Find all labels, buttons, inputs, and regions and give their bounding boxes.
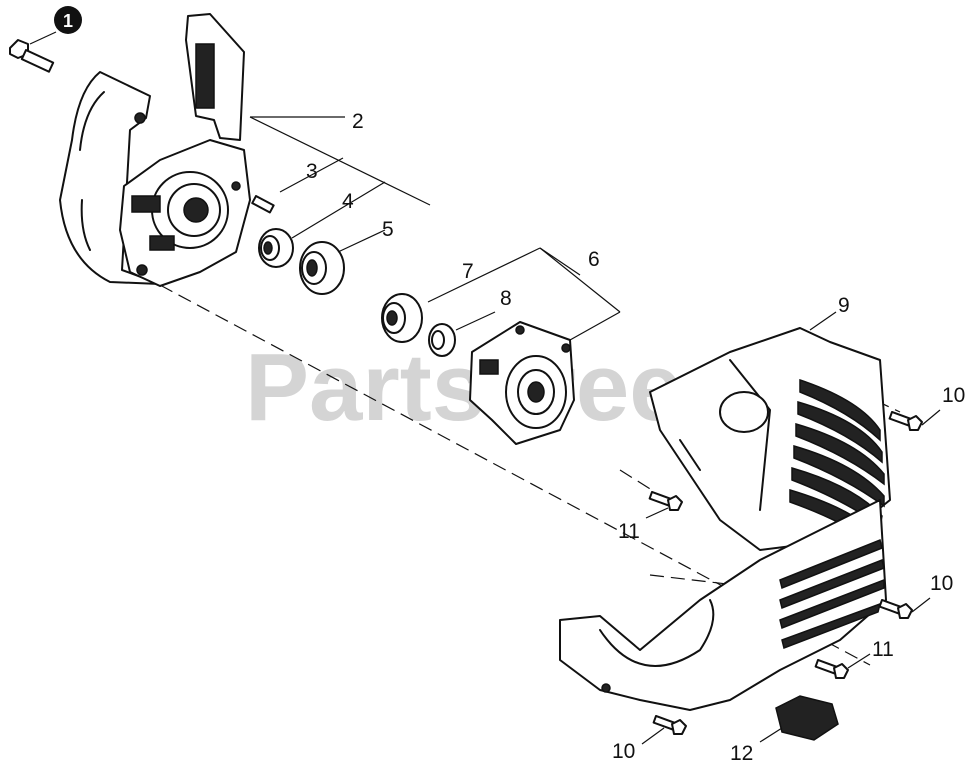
bearing-part-5[interactable] [299,241,345,295]
bolt-part-1[interactable] [9,31,57,73]
watermark-text: PartsTree [245,334,683,441]
callout-8: 8 [500,287,512,310]
callout-10-upper: 10 [942,384,965,407]
callout-10-middle: 10 [930,572,953,595]
callout-11-lower: 11 [872,638,894,661]
callout-labels: 2 3 4 5 6 7 8 9 10 11 10 11 10 12 [306,110,965,765]
seal-part-8[interactable] [428,323,456,357]
screw-part-10-middle[interactable] [878,599,913,619]
callout-2: 2 [352,110,364,133]
badge-label: 1 [63,11,73,31]
crankcase-right-half[interactable] [469,321,575,445]
callout-6: 6 [588,248,600,271]
leader-lines [249,116,941,745]
callout-11-middle: 11 [618,520,640,543]
part-1-badge[interactable]: 1 [54,6,82,34]
callout-10-lower: 10 [612,740,635,763]
part-12-clip[interactable] [775,695,839,741]
callout-3: 3 [306,160,318,183]
crankcase-left-half[interactable] [59,13,251,287]
callout-4: 4 [342,190,354,213]
shroud-fins [779,538,885,650]
screw-part-10-lower[interactable] [652,715,687,735]
screw-part-11-lower[interactable] [814,659,849,679]
callout-12: 12 [730,742,753,765]
callout-5: 5 [382,218,394,241]
pin-part-3[interactable] [251,195,275,214]
bearing-part-7[interactable] [381,293,423,343]
screw-part-10-upper[interactable] [888,410,923,431]
bearing-part-4[interactable] [258,228,294,268]
callout-7: 7 [462,260,474,283]
callout-9: 9 [838,294,850,317]
screw-part-11-middle[interactable] [648,491,683,511]
lower-shroud[interactable] [559,499,887,711]
